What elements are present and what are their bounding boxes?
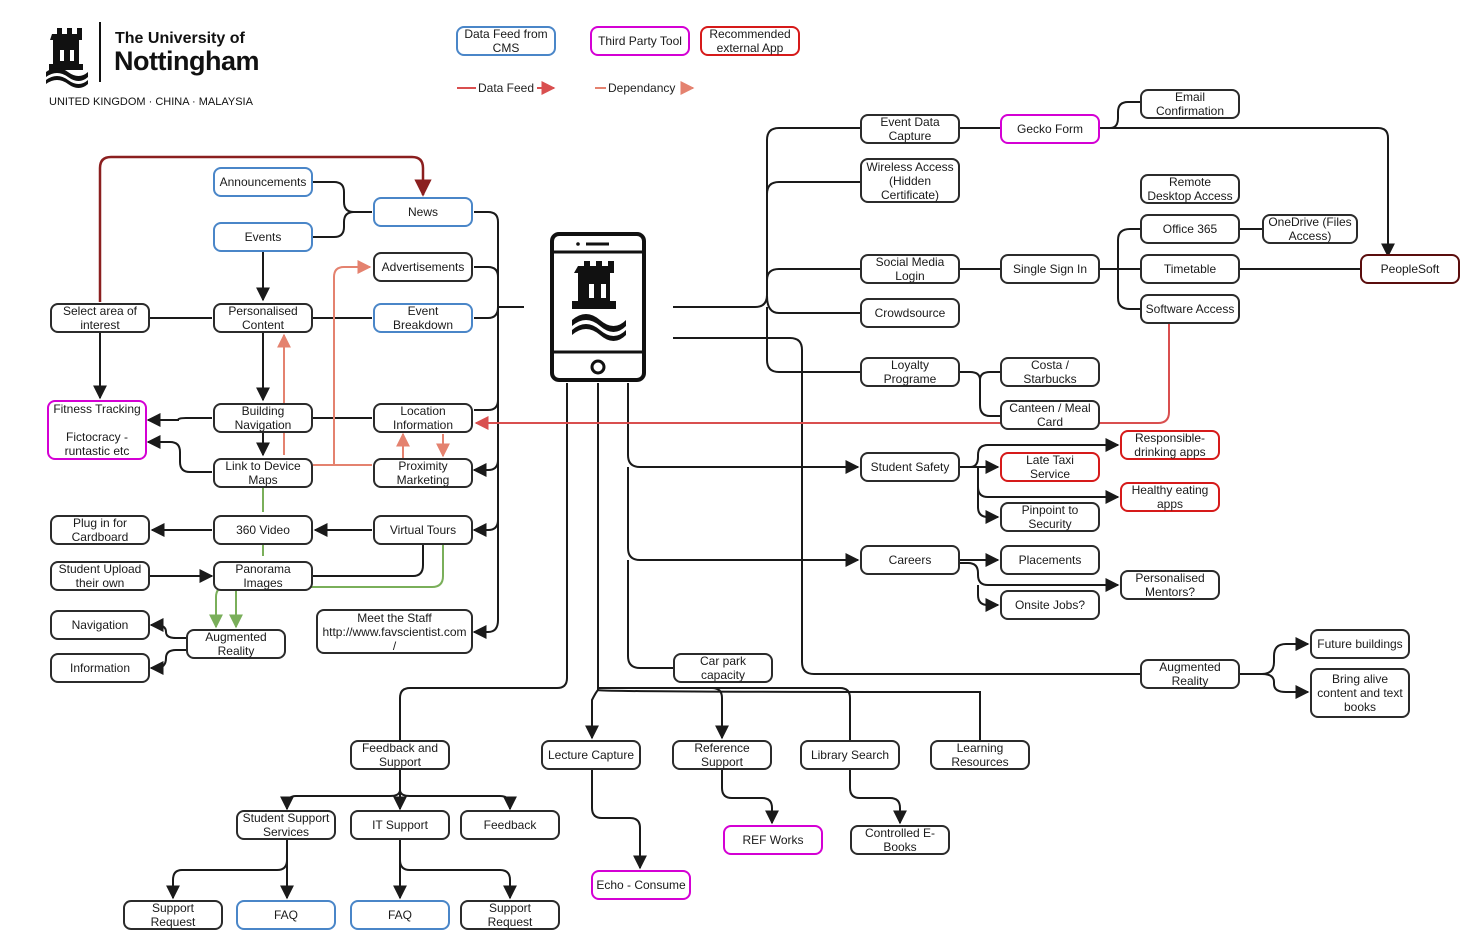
node-announcements: Announcements xyxy=(213,167,313,197)
smartphone-icon xyxy=(550,232,646,382)
castle-crest-icon xyxy=(572,261,626,341)
node-costa-starbucks: Costa / Starbucks xyxy=(1000,357,1100,387)
node-wireless-access: Wireless Access (Hidden Certificate) xyxy=(860,158,960,203)
black-connectors xyxy=(93,101,1395,900)
node-support-request-2: Support Request xyxy=(460,900,560,930)
green-connectors xyxy=(209,488,444,629)
node-student-safety: Student Safety xyxy=(860,452,960,482)
node-augmented-reality-left: Augmented Reality xyxy=(186,629,286,659)
node-link-device-maps: Link to Device Maps xyxy=(213,458,313,488)
node-event-data-capture: Event Data Capture xyxy=(860,114,960,144)
university-logo-icon xyxy=(46,22,101,88)
node-onedrive: OneDrive (Files Access) xyxy=(1262,214,1358,244)
node-controlled-ebooks: Controlled E- Books xyxy=(850,825,950,855)
node-plug-in-cardboard: Plug in for Cardboard xyxy=(50,515,150,545)
node-healthy-eating: Healthy eating apps xyxy=(1120,482,1220,512)
node-meet-the-staff: Meet the Staff http://www.favscientist.c… xyxy=(316,609,473,654)
node-pinpoint-security: Pinpoint to Security xyxy=(1000,502,1100,532)
node-news: News xyxy=(373,197,473,227)
node-learning-resources: Learning Resources xyxy=(930,740,1030,770)
dependancy-connectors xyxy=(277,260,450,466)
node-advertisements: Advertisements xyxy=(373,252,473,282)
node-360-video: 360 Video xyxy=(213,515,313,545)
node-single-sign-in: Single Sign In xyxy=(1000,254,1100,284)
node-timetable: Timetable xyxy=(1140,254,1240,284)
node-car-park-capacity: Car park capacity xyxy=(673,653,773,683)
brand-line2: Nottingham xyxy=(114,46,259,76)
legend-data-feed: Data Feed xyxy=(478,81,535,95)
node-location-information: Location Information xyxy=(373,403,473,433)
node-office-365: Office 365 xyxy=(1140,214,1240,244)
node-personalised-mentors: Personalised Mentors? xyxy=(1120,570,1220,600)
node-fitness-tracking: Fitness Tracking Fictocracy - runtastic … xyxy=(47,400,147,460)
node-responsible-drinking: Responsible- drinking apps xyxy=(1120,430,1220,460)
node-canteen-meal-card: Canteen / Meal Card xyxy=(1000,400,1100,430)
node-event-breakdown: Event Breakdown xyxy=(373,303,473,333)
node-peoplesoft: PeopleSoft xyxy=(1360,254,1460,284)
legend-recommended: Recommended external App xyxy=(700,26,800,56)
node-information: Information xyxy=(50,653,150,683)
node-faq-1: FAQ xyxy=(236,900,336,930)
node-proximity-marketing: Proximity Marketing xyxy=(373,458,473,488)
node-personalised-content: Personalised Content xyxy=(213,303,313,333)
node-future-buildings: Future buildings xyxy=(1310,629,1410,659)
node-library-search: Library Search xyxy=(800,740,900,770)
node-feedback: Feedback xyxy=(460,810,560,840)
dark-red-connectors xyxy=(98,155,432,302)
node-careers: Careers xyxy=(860,545,960,575)
node-augmented-reality-right: Augmented Reality xyxy=(1140,659,1240,689)
legend-cms: Data Feed from CMS xyxy=(456,26,556,56)
brand-tagline: UNITED KINGDOM · CHINA · MALAYSIA xyxy=(49,96,253,108)
node-placements: Placements xyxy=(1000,545,1100,575)
node-onsite-jobs: Onsite Jobs? xyxy=(1000,590,1100,620)
node-select-area: Select area of interest xyxy=(50,303,150,333)
node-feedback-and-support: Feedback and Support xyxy=(350,740,450,770)
node-navigation: Navigation xyxy=(50,610,150,640)
node-remote-desktop: Remote Desktop Access xyxy=(1140,174,1240,204)
node-loyalty-programe: Loyalty Programe xyxy=(860,357,960,387)
node-email-confirmation: Email Confirmation xyxy=(1140,89,1240,119)
node-student-support-services: Student Support Services xyxy=(236,810,336,840)
node-support-request-1: Support Request xyxy=(123,900,223,930)
node-it-support: IT Support xyxy=(350,810,450,840)
legend-third-party: Third Party Tool xyxy=(590,26,690,56)
node-reference-support: Reference Support xyxy=(672,740,772,770)
node-panorama-images: Panorama Images xyxy=(213,561,313,591)
node-crowdsource: Crowdsource xyxy=(860,298,960,328)
node-virtual-tours: Virtual Tours xyxy=(373,515,473,545)
node-software-access: Software Access xyxy=(1140,294,1240,324)
node-echo-consume: Echo - Consume xyxy=(591,870,691,900)
node-late-taxi: Late Taxi Service xyxy=(1000,452,1100,482)
legend-dependancy: Dependancy xyxy=(608,81,676,95)
node-ref-works: REF Works xyxy=(723,825,823,855)
node-building-navigation: Building Navigation xyxy=(213,403,313,433)
node-lecture-capture: Lecture Capture xyxy=(541,740,641,770)
node-gecko-form: Gecko Form xyxy=(1000,114,1100,144)
node-events: Events xyxy=(213,222,313,252)
node-faq-2: FAQ xyxy=(350,900,450,930)
node-social-media-login: Social Media Login xyxy=(860,254,960,284)
node-student-upload: Student Upload their own xyxy=(50,561,150,591)
brand-line1: The University of xyxy=(115,30,245,47)
node-bring-alive: Bring alive content and text books xyxy=(1310,668,1410,718)
data-feed-connectors xyxy=(474,323,1170,430)
